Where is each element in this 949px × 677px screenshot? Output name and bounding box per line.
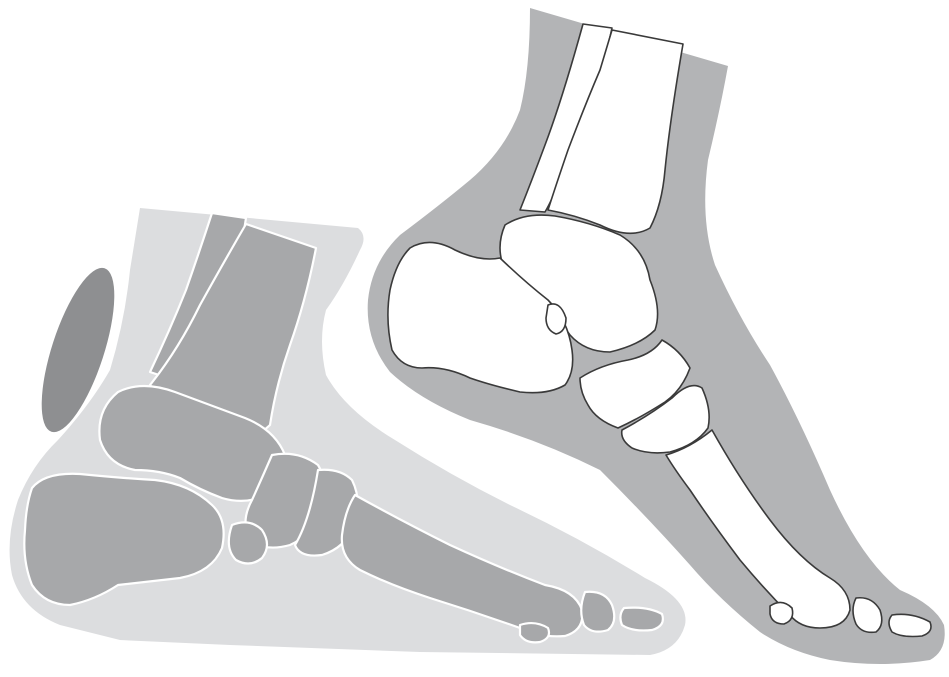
left-cuneiform-2	[229, 522, 267, 563]
right-sesamoid	[770, 602, 793, 624]
left-distal-phalanx	[620, 608, 662, 631]
left-sesamoid	[520, 623, 549, 642]
